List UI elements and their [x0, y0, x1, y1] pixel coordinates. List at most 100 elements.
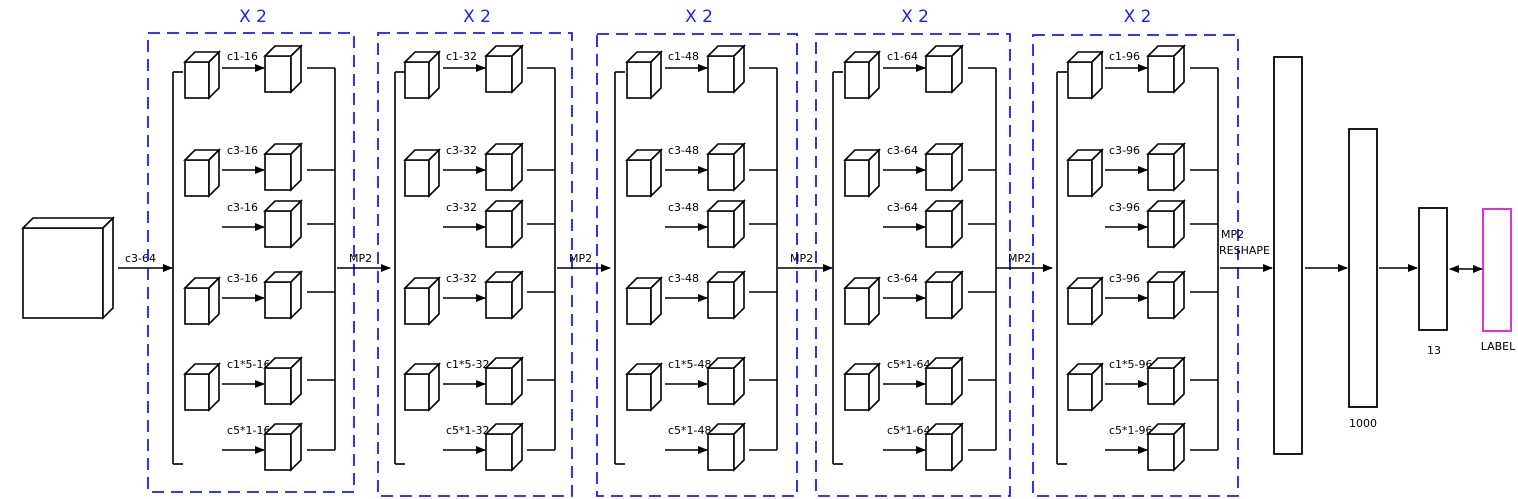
block-4-repeat-label: X 2 [901, 7, 929, 27]
block-3-branch-6-label: c5*1-48 [668, 424, 712, 437]
fc-13-label: 13 [1427, 344, 1441, 357]
block-3-branch-5-label: c1*5-48 [668, 358, 712, 371]
block-4-branch-1-input-cube [843, 50, 881, 100]
block-1-repeat-label: X 2 [239, 7, 267, 27]
output-label: LABEL [1481, 340, 1516, 353]
block-5-branch-5-label: c1*5-96 [1109, 358, 1153, 371]
block-2-branch-2-input-cube [403, 148, 441, 198]
block-5-dashed-box [1032, 34, 1239, 497]
block-3-branch-4-output-cube [706, 270, 746, 320]
block-2-dashed-box [377, 32, 573, 497]
block-4-branch-4-input-cube [843, 276, 881, 326]
pool-label-2: MP2 [569, 252, 592, 265]
label-box [1482, 208, 1512, 332]
block-4-branch-5-label: c5*1-64 [887, 358, 931, 371]
block-1-branch-2-output-cube [263, 142, 303, 192]
block-2-branch-6-label: c5*1-32 [446, 424, 490, 437]
block-3-branch-1-label: c1-48 [668, 50, 699, 63]
block-4-branch-2-label: c3-64 [887, 144, 918, 157]
block-5-branch-4-output-cube [1146, 270, 1186, 320]
fc-1000-label: 1000 [1349, 417, 1377, 430]
block-1-branch-1-label: c1-16 [227, 50, 258, 63]
block-5-repeat-label: X 2 [1124, 7, 1152, 27]
block-4-branch-2-output-cube [924, 142, 964, 192]
block-1-branch-5-output-cube [263, 356, 303, 406]
block-3-repeat-label: X 2 [685, 7, 713, 27]
block-4-branch-1-output-cube [924, 44, 964, 94]
block-1-branch-5-label: c1*5-16 [227, 358, 271, 371]
block-5-branch-2-output-cube [1146, 142, 1186, 192]
block-5-branch-3-label: c3-96 [1109, 201, 1140, 214]
block-3-branch-4-label: c3-48 [668, 272, 699, 285]
fc-1000-layer [1348, 128, 1378, 408]
block-5-branch-4-input-cube [1066, 276, 1104, 326]
block-1-dashed-box [147, 32, 355, 493]
block-4-branch-6-label: c5*1-64 [887, 424, 931, 437]
block-5-branch-2-label: c3-96 [1109, 144, 1140, 157]
block-2-branch-2-label: c3-32 [446, 144, 477, 157]
block-4-branch-4-output-cube [924, 270, 964, 320]
block-2-branch-4-label: c3-32 [446, 272, 477, 285]
block-2-branch-5-input-cube [403, 362, 441, 412]
block-4-dashed-box [815, 33, 1011, 497]
fc-13-layer [1418, 207, 1448, 331]
block-5-branch-5-output-cube [1146, 356, 1186, 406]
block-3-branch-5-output-cube [706, 356, 746, 406]
block-1-branch-1-input-cube [183, 50, 221, 100]
block-4-branch-4-label: c3-64 [887, 272, 918, 285]
block-1-branch-6-output-cube [263, 422, 303, 472]
block-3-branch-2-label: c3-48 [668, 144, 699, 157]
block-2-branch-3-output-cube [484, 199, 524, 249]
block-5-branch-1-output-cube [1146, 44, 1186, 94]
block-1-branch-1-output-cube [263, 44, 303, 94]
block-2-repeat-label: X 2 [463, 7, 491, 27]
block-2-branch-3-label: c3-32 [446, 201, 477, 214]
block-5-branch-2-input-cube [1066, 148, 1104, 198]
block-1-branch-3-output-cube [263, 199, 303, 249]
block-5-branch-6-label: c5*1-96 [1109, 424, 1153, 437]
block-4-branch-6-output-cube [924, 422, 964, 472]
block-4-branch-1-label: c1-64 [887, 50, 918, 63]
block-3-branch-3-output-cube [706, 199, 746, 249]
block-2-branch-4-input-cube [403, 276, 441, 326]
block-2-branch-1-label: c1-32 [446, 50, 477, 63]
pool-label-4: MP2 [1008, 252, 1031, 265]
block-5-branch-6-output-cube [1146, 422, 1186, 472]
block-2-branch-4-output-cube [484, 270, 524, 320]
block-3-dashed-box [596, 33, 798, 497]
block-1-branch-6-label: c5*1-16 [227, 424, 271, 437]
reshape-label: RESHAPE [1219, 244, 1270, 257]
block-1-branch-5-input-cube [183, 362, 221, 412]
input-cube [21, 216, 115, 320]
block-3-branch-3-label: c3-48 [668, 201, 699, 214]
block-4-branch-5-output-cube [924, 356, 964, 406]
block-4-branch-3-output-cube [924, 199, 964, 249]
block-2-branch-5-label: c1*5-32 [446, 358, 490, 371]
block-3-branch-4-input-cube [625, 276, 663, 326]
flatten-layer [1273, 56, 1303, 455]
pool-label-3: MP2 [790, 252, 813, 265]
block-1-branch-4-input-cube [183, 276, 221, 326]
block-5-branch-1-input-cube [1066, 50, 1104, 100]
block-3-branch-5-input-cube [625, 362, 663, 412]
block-2-branch-6-output-cube [484, 422, 524, 472]
block-5-branch-3-output-cube [1146, 199, 1186, 249]
block-1-branch-2-input-cube [183, 148, 221, 198]
block-1-branch-4-output-cube [263, 270, 303, 320]
block-2-branch-2-output-cube [484, 142, 524, 192]
block-3-branch-2-input-cube [625, 148, 663, 198]
block-2-branch-1-input-cube [403, 50, 441, 100]
input-conv-label: c3-64 [125, 252, 156, 265]
block-3-branch-1-output-cube [706, 44, 746, 94]
block-3-branch-1-input-cube [625, 50, 663, 100]
block-2-branch-5-output-cube [484, 356, 524, 406]
block-5-branch-1-label: c1-96 [1109, 50, 1140, 63]
block-3-branch-2-output-cube [706, 142, 746, 192]
block-5-branch-4-label: c3-96 [1109, 272, 1140, 285]
block-4-branch-5-input-cube [843, 362, 881, 412]
pool-label-1: MP2 [349, 252, 372, 265]
block-1-branch-4-label: c3-16 [227, 272, 258, 285]
block-1-branch-2-label: c3-16 [227, 144, 258, 157]
